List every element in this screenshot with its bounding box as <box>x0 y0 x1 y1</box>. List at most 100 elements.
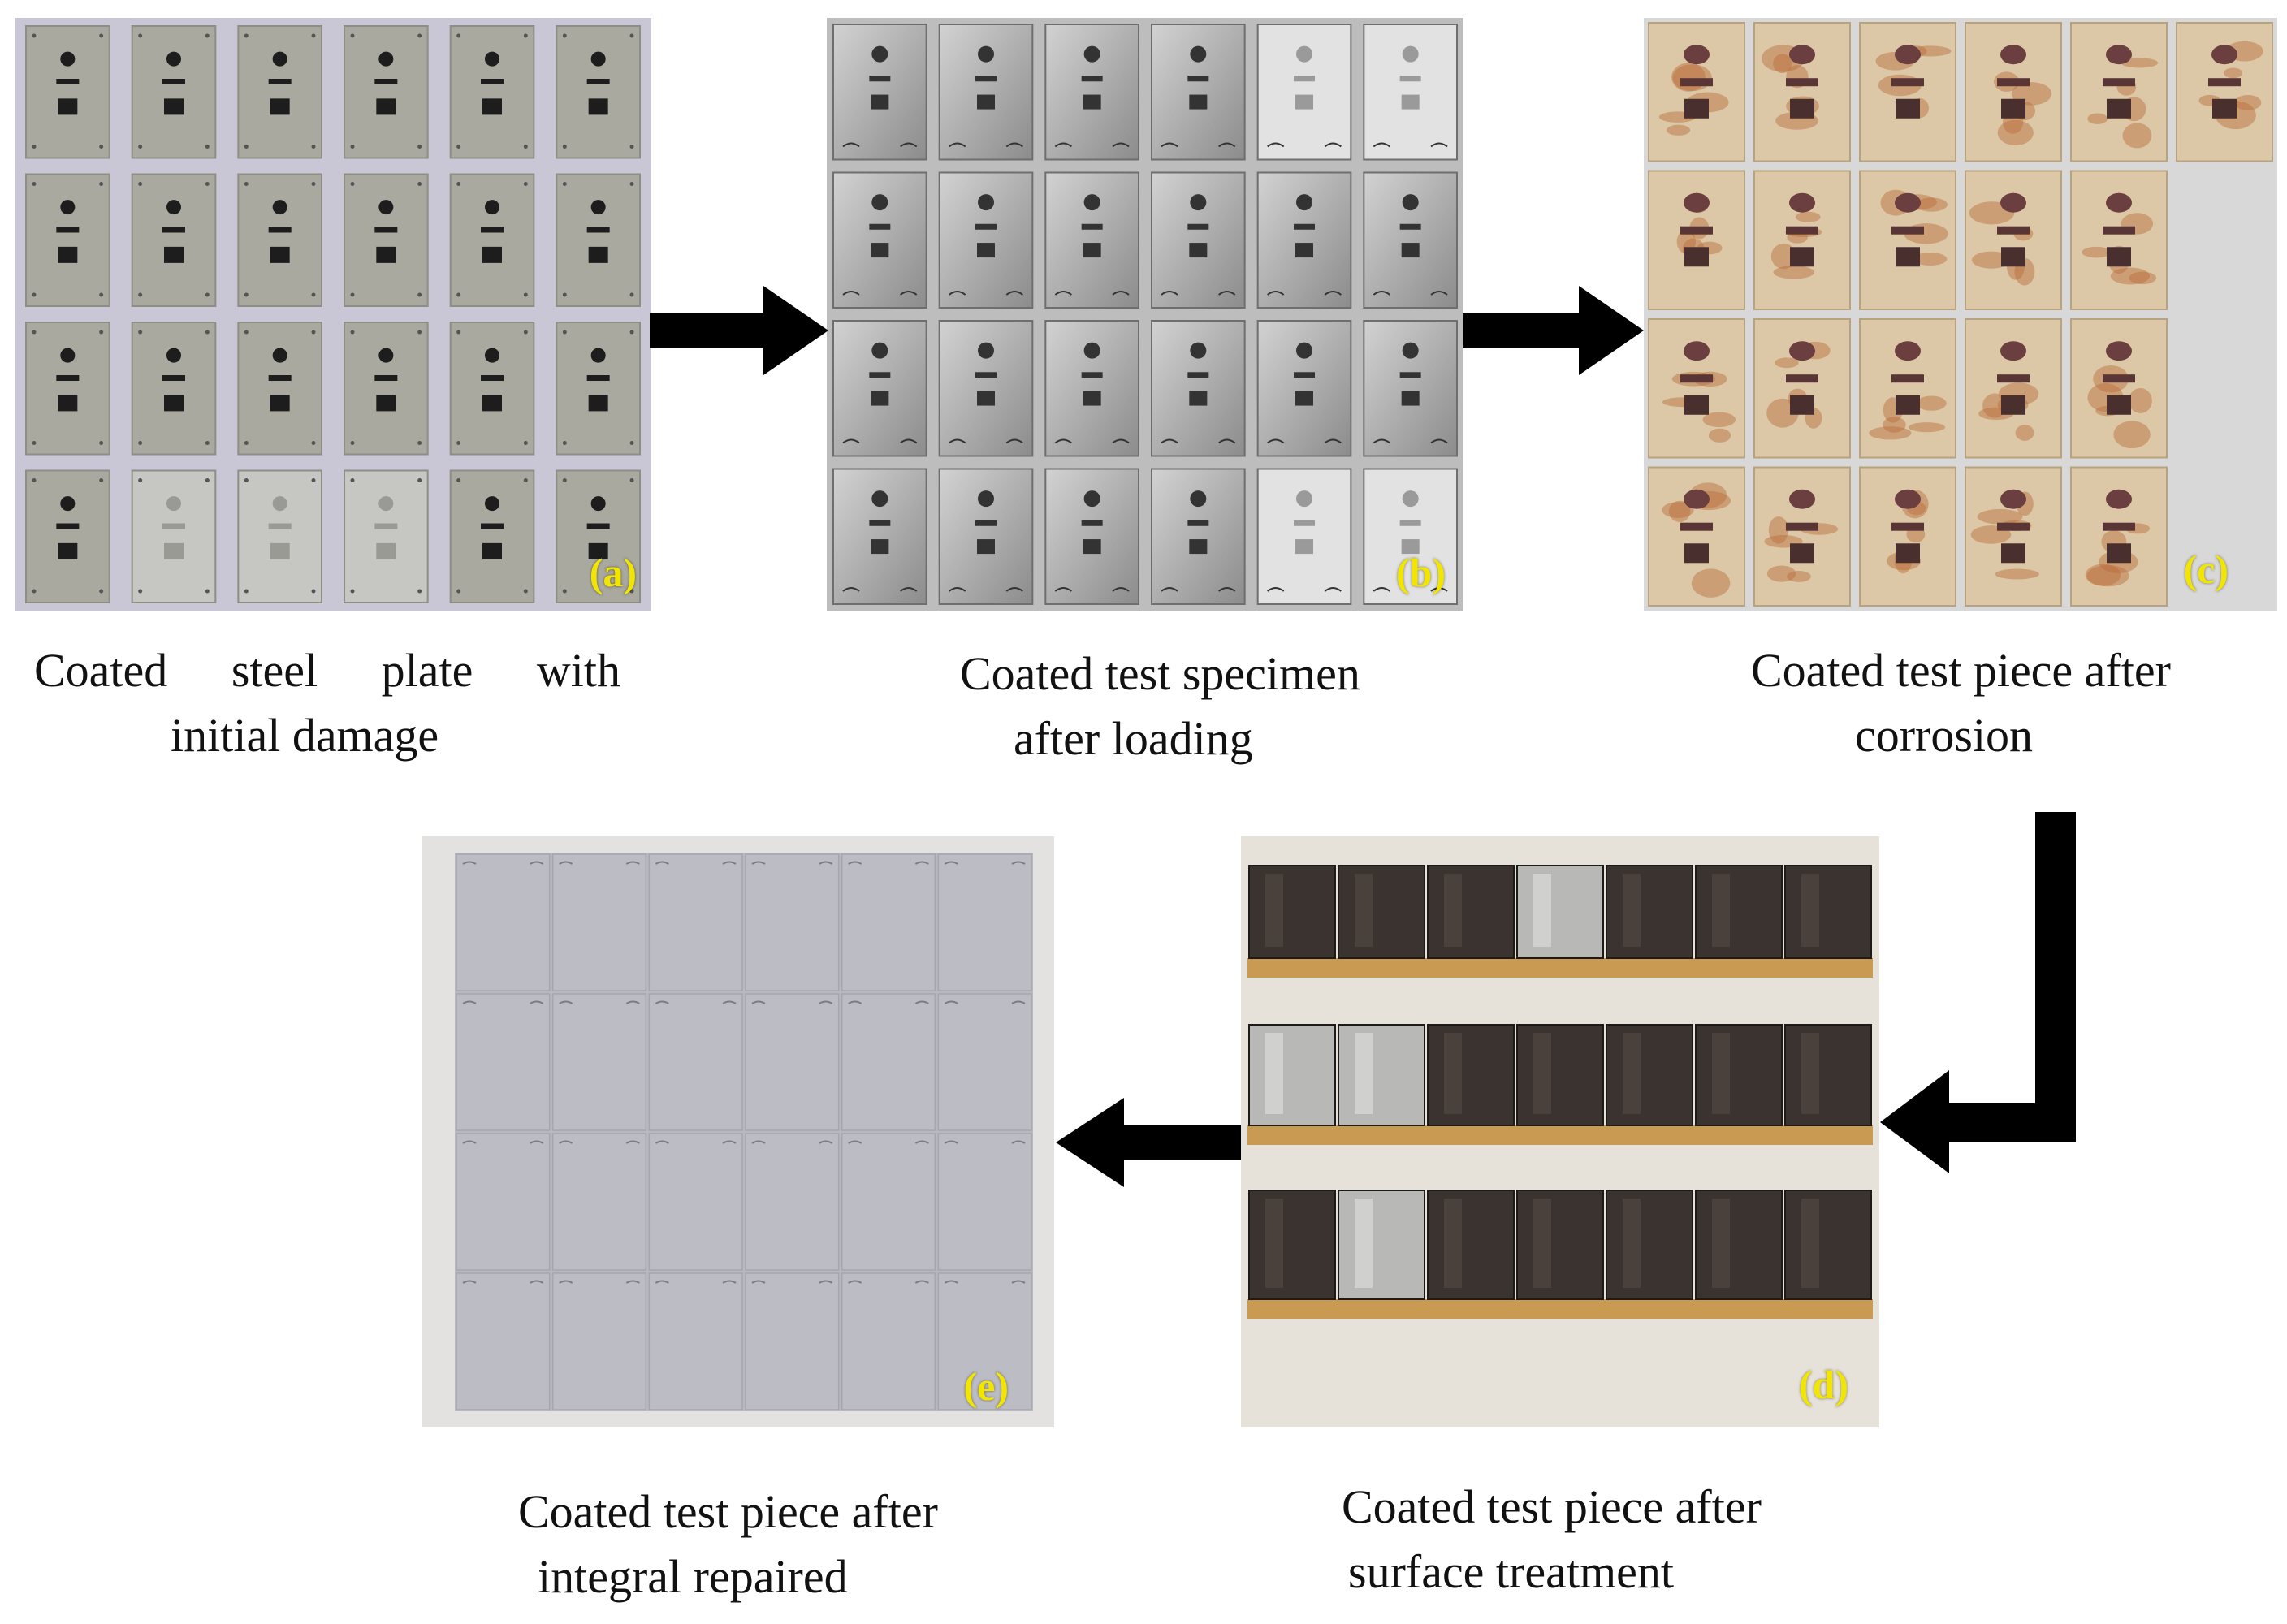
treated-plate <box>1784 1190 1872 1300</box>
treated-plate <box>1427 1190 1515 1300</box>
caption-e: Coated test piece after integral repaire… <box>518 1479 938 1609</box>
treated-plate <box>1695 1024 1783 1126</box>
treated-plate <box>1784 1024 1872 1126</box>
arrow-right-icon <box>1463 286 1644 375</box>
steel-plate <box>131 25 217 159</box>
loaded-plate <box>832 320 927 457</box>
photo-panel-a: (a) <box>15 18 651 611</box>
caption-c: Coated test piece after corrosion <box>1751 638 2171 768</box>
treated-plate <box>1427 1024 1515 1126</box>
repaired-plate <box>648 853 743 991</box>
repaired-plate <box>648 1133 743 1271</box>
corroded-plate <box>1859 318 1956 459</box>
loaded-plate <box>938 468 1034 605</box>
repaired-plate <box>456 853 551 991</box>
corroded-plate <box>1753 22 1851 162</box>
corroded-plate <box>1965 466 2062 607</box>
treated-plate <box>1516 865 1604 959</box>
steel-plate <box>237 322 323 456</box>
corroded-plate <box>1753 318 1851 459</box>
corroded-plate <box>2176 22 2273 162</box>
loaded-plate <box>1256 320 1352 457</box>
treated-plate <box>1248 1024 1336 1126</box>
caption-c-line1: Coated test piece after <box>1751 644 2171 697</box>
treated-plate <box>1248 865 1336 959</box>
loaded-plate <box>832 24 927 161</box>
repaired-plate <box>937 993 1032 1131</box>
panel-label-e: (e) <box>963 1363 1009 1409</box>
loaded-plate <box>1363 171 1458 309</box>
photo-coated-steel-plates-initial-damage <box>15 18 651 611</box>
treated-plate <box>1695 1190 1783 1300</box>
loaded-plate <box>1044 468 1140 605</box>
loaded-plate <box>938 171 1034 309</box>
steel-plate <box>237 173 323 307</box>
caption-d-line2: surface treatment <box>1348 1545 1674 1598</box>
steel-plate <box>131 322 217 456</box>
corroded-plate <box>2070 466 2168 607</box>
repaired-plate <box>745 1272 840 1410</box>
treated-plate <box>1248 1190 1336 1300</box>
repaired-plate <box>841 1272 936 1410</box>
loaded-plate <box>938 320 1034 457</box>
treated-plate <box>1516 1024 1604 1126</box>
steel-plate <box>131 469 217 603</box>
panel-label-a: (a) <box>589 550 637 595</box>
caption-c-line2: corrosion <box>1855 709 2034 762</box>
photo-panel-d: (d) <box>1241 836 1879 1427</box>
caption-a-word: Coated <box>34 644 168 697</box>
photo-panel-b: (b) <box>827 18 1463 611</box>
steel-plate <box>556 173 641 307</box>
loaded-plate <box>1044 320 1140 457</box>
steel-plate <box>556 322 641 456</box>
panel-label-d: (d) <box>1798 1362 1848 1407</box>
corroded-plate <box>1648 466 1745 607</box>
steel-plate <box>25 173 110 307</box>
caption-a-word: with <box>536 644 620 697</box>
repaired-plate <box>745 853 840 991</box>
steel-plate <box>556 469 641 603</box>
treated-plate <box>1695 865 1783 959</box>
photo-specimens-after-corrosion <box>1644 18 2277 611</box>
steel-plate <box>449 25 535 159</box>
photo-panel-c: (c) <box>1644 18 2277 611</box>
steel-plate <box>344 469 429 603</box>
repaired-plate <box>456 1272 551 1410</box>
caption-d: Coated test piece after surface treatmen… <box>1342 1475 1762 1605</box>
panel-label-c: (c) <box>2183 546 2229 592</box>
repaired-plate <box>841 1133 936 1271</box>
caption-a-line2: initial damage <box>171 709 439 762</box>
caption-a-line1: Coated steel plate with <box>34 638 620 703</box>
treated-plate <box>1606 1024 1693 1126</box>
corroded-plate <box>1753 170 1851 310</box>
loaded-plate <box>938 24 1034 161</box>
steel-plate <box>131 173 217 307</box>
treated-plate <box>1427 865 1515 959</box>
arrow-right-icon <box>650 286 828 375</box>
caption-b: Coated test specimen after loading <box>960 641 1360 771</box>
corroded-plate <box>1859 170 1956 310</box>
loaded-plate <box>832 171 927 309</box>
loaded-plate <box>1151 320 1246 457</box>
caption-e-line1: Coated test piece after <box>518 1485 938 1538</box>
repaired-plate <box>551 1272 647 1410</box>
loaded-plate <box>1256 171 1352 309</box>
steel-plate <box>344 173 429 307</box>
repaired-plate <box>937 1133 1032 1271</box>
photo-panel-e: (e) <box>422 836 1054 1427</box>
corroded-plate <box>1753 466 1851 607</box>
loaded-plate <box>1151 171 1246 309</box>
corroded-plate <box>1648 170 1745 310</box>
steel-plate <box>237 25 323 159</box>
caption-a: Coated steel plate with initial damage <box>34 638 620 768</box>
steel-plate <box>25 469 110 603</box>
loaded-plate <box>1256 24 1352 161</box>
loaded-plate <box>1044 24 1140 161</box>
corroded-plate <box>1965 22 2062 162</box>
steel-plate <box>344 25 429 159</box>
repaired-plate <box>648 993 743 1131</box>
treated-plate <box>1606 1190 1693 1300</box>
repaired-plate <box>841 853 936 991</box>
treated-plate <box>1338 865 1425 959</box>
steel-plate <box>344 322 429 456</box>
